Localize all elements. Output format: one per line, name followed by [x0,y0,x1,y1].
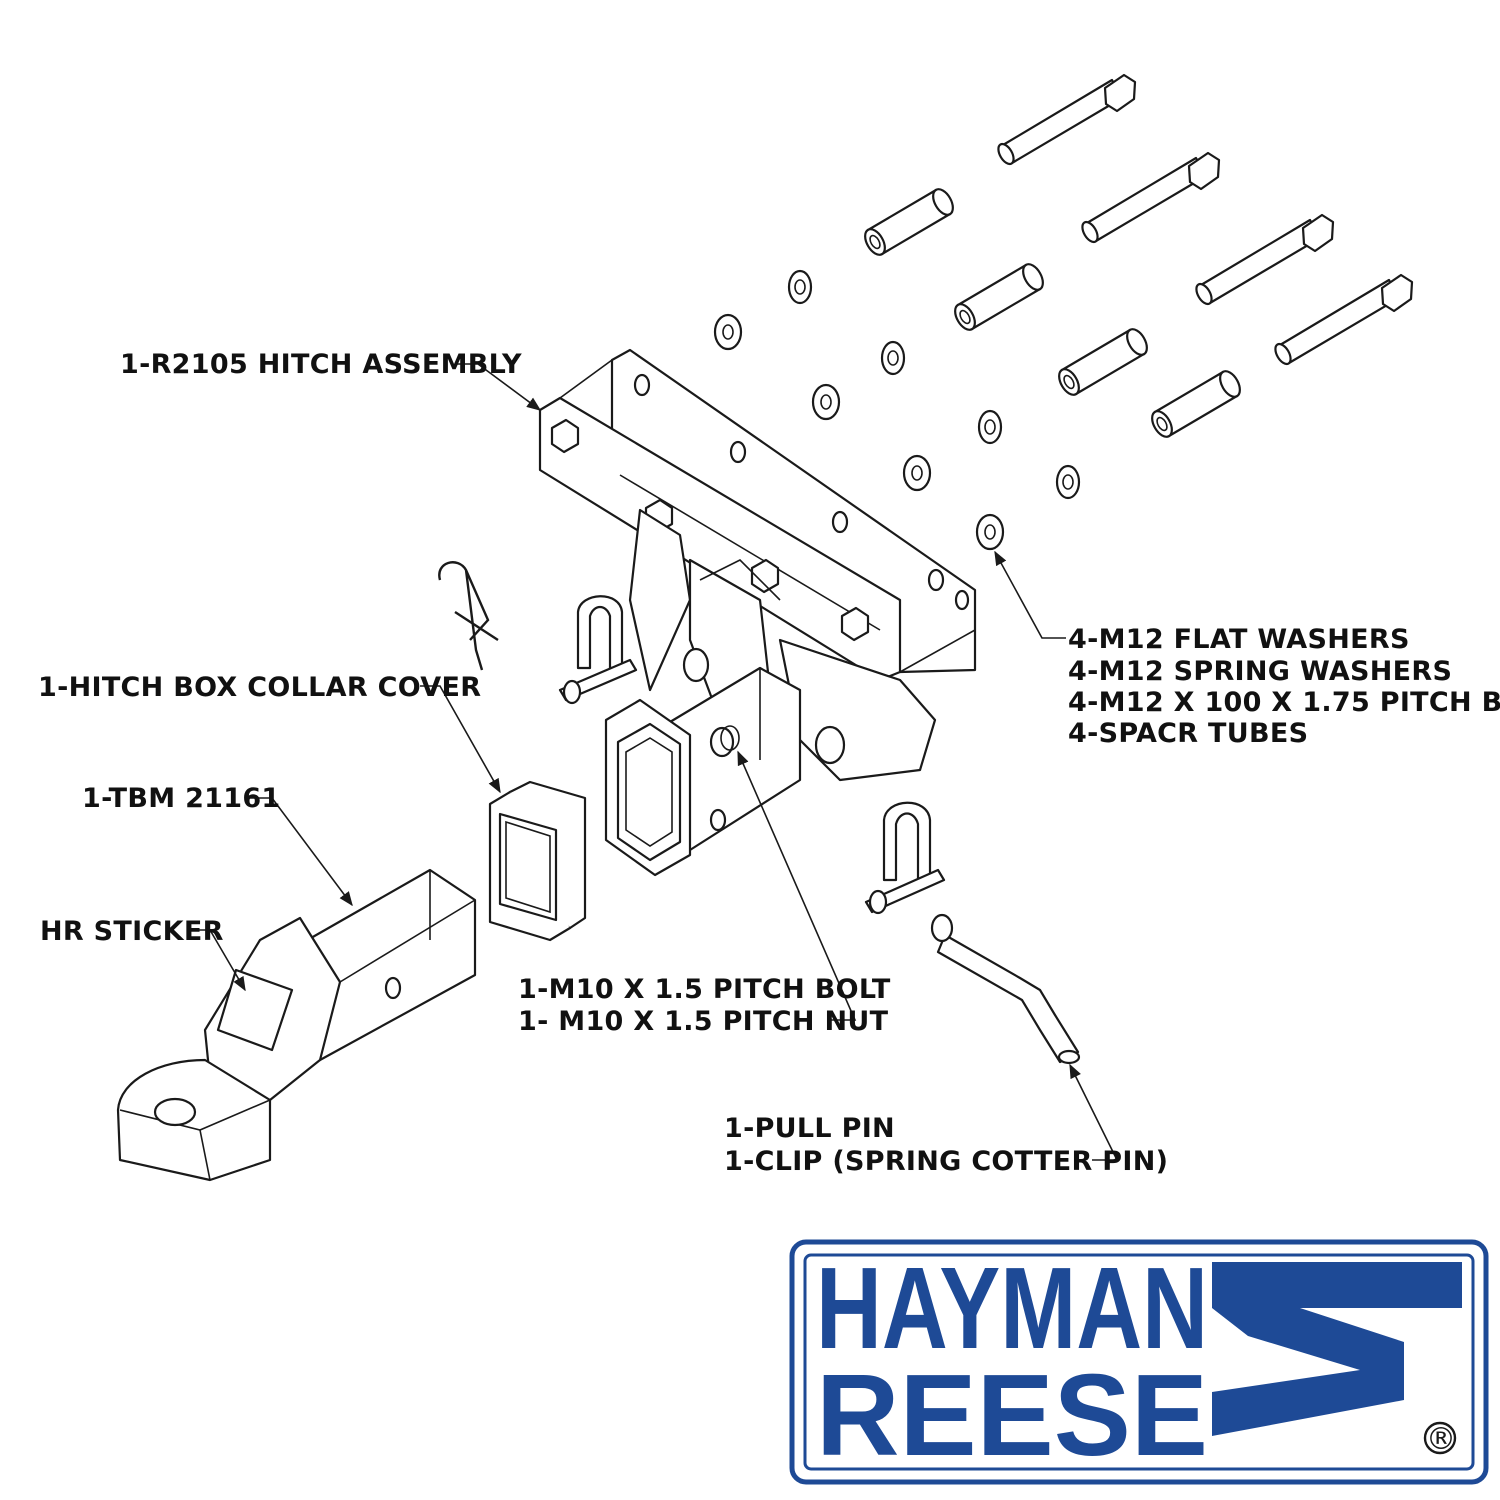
label-ball-mount: 1-TBM 21161 [82,783,281,814]
d-shackle [864,801,946,915]
hayman-reese-logo: HAYMAN REESE ® [789,1239,1489,1485]
d-shackle [558,595,638,705]
hitch-assembly [538,348,977,877]
flat-washer [902,454,932,492]
pitch-bolt [1274,273,1414,366]
pitch-bolt [1195,213,1335,306]
spacer-tube [1151,370,1241,438]
label-m10-nut: 1- M10 X 1.5 PITCH NUT [518,1006,889,1037]
logo-hayman: HAYMAN [816,1243,1208,1373]
spacer-tube [1058,328,1148,396]
spacer-tubes [864,188,1241,438]
pitch-bolt [997,73,1137,166]
pull-pin [930,913,1081,1065]
label-pitch-bolts: 4-M12 X 100 X 1.75 PITCH BOLTS [1068,687,1500,718]
flat-washer [713,313,743,351]
label-collar-cover: 1-HITCH BOX COLLAR COVER [38,672,481,703]
ball-mount [116,868,477,1182]
m12-pitch-bolts [997,73,1414,366]
hayman-reese-s-mark-icon [1212,1262,1462,1436]
spring-washer [977,409,1003,445]
spacer-tube [864,188,954,256]
flat-washer [975,513,1005,551]
spring-washer [880,340,906,376]
label-pull-pin: 1-PULL PIN [724,1113,895,1144]
logo-reese: REESE [816,1350,1208,1480]
spacer-tube [954,263,1044,331]
spring-washer [787,269,813,305]
spring-cotter-pin [438,561,499,671]
spring-washer [1055,464,1081,500]
part-labels: 1-R2105 HITCH ASSEMBLY 1-HITCH BOX COLLA… [38,349,1500,1177]
pitch-bolt [1081,151,1221,244]
leader-lines [188,363,1119,1161]
label-clip: 1-CLIP (SPRING COTTER PIN) [724,1146,1168,1177]
hitch-box-collar-cover [488,780,587,942]
registered-mark: ® [1426,1422,1456,1457]
label-flat-washers: 4-M12 FLAT WASHERS [1068,624,1410,655]
label-hitch-assembly: 1-R2105 HITCH ASSEMBLY [120,349,522,380]
label-hr-sticker: HR STICKER [40,916,224,947]
label-spacer-tubes: 4-SPACR TUBES [1068,718,1308,749]
m12-washers [713,269,1081,551]
label-m10-bolt: 1-M10 X 1.5 PITCH BOLT [518,974,891,1005]
flat-washer [811,383,841,421]
label-spring-washers: 4-M12 SPRING WASHERS [1068,656,1452,687]
